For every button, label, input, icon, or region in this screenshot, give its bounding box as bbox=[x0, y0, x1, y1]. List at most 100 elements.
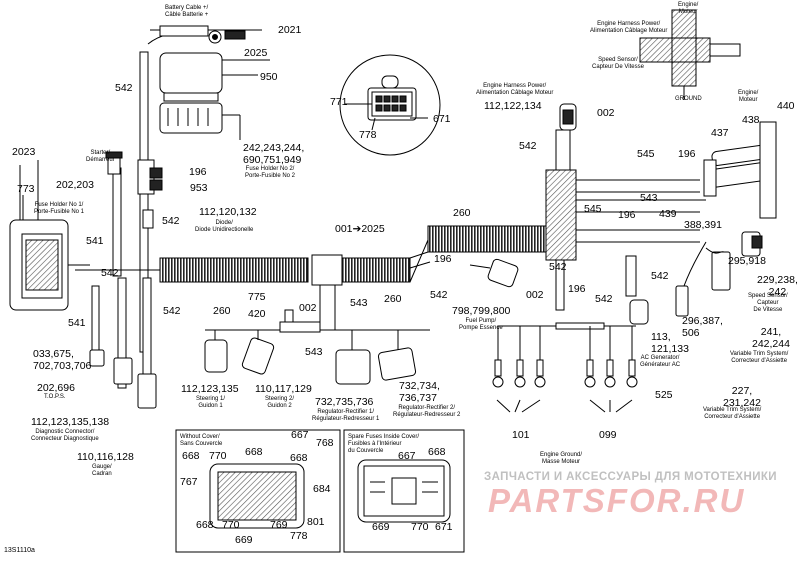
engine-harness-block bbox=[545, 169, 577, 261]
callout-770-c: 770 bbox=[411, 521, 429, 533]
callout-196-e: 196 bbox=[568, 283, 586, 295]
caption-engine-harness-power-top: Engine Harness Power/ Alimentation Câbla… bbox=[590, 21, 668, 34]
callout-667-b: 667 bbox=[398, 450, 416, 462]
callout-196-d: 196 bbox=[618, 209, 636, 221]
caption-engine-right: Engine/ Moteur bbox=[738, 90, 759, 103]
battery-cable-terminal bbox=[159, 25, 209, 37]
callout-202-696: 202,696 bbox=[37, 382, 75, 394]
callout-002-b: 002 bbox=[299, 302, 317, 314]
callout-2021: 2021 bbox=[278, 24, 302, 36]
callout-113-121-133: 113, 121,133 bbox=[651, 331, 689, 356]
callout-542-i: 542 bbox=[549, 261, 567, 273]
callout-099: 099 bbox=[599, 429, 617, 441]
ac-generator-connector bbox=[629, 299, 649, 325]
caption-diode: Diode/ Diode Unidirectionelle bbox=[195, 220, 254, 233]
caption-battery-cable: Battery Cable +/ Câble Batterie + bbox=[165, 5, 209, 18]
document-id: 13S1110a bbox=[4, 547, 35, 554]
fuse-holder-2-body bbox=[159, 102, 223, 134]
caption-trim-system-1: Variable Trim System/ Correcteur d'Assie… bbox=[730, 351, 789, 364]
engine-bracket bbox=[759, 121, 777, 219]
callout-001-2025: 001➔2025 bbox=[335, 223, 385, 235]
callout-771: 771 bbox=[330, 96, 348, 108]
caption-fuel-pump: Fuel Pump/ Pompe Essence bbox=[459, 318, 503, 331]
caption-steering-2: Steering 2/ Guidon 2 bbox=[265, 396, 295, 409]
regulator-2-connector bbox=[377, 347, 417, 381]
callout-545-b: 545 bbox=[584, 203, 602, 215]
callout-542-a: 542 bbox=[115, 82, 133, 94]
callout-769: 769 bbox=[270, 519, 288, 531]
watermark-brand: PARTSFOR.RU bbox=[488, 482, 746, 519]
main-harness-right-conduit bbox=[427, 225, 547, 253]
steering-2-connector bbox=[241, 337, 275, 375]
callout-229-238-242: 229,238, 242 bbox=[757, 274, 798, 299]
callout-542-d: 542 bbox=[101, 267, 119, 279]
watermark-tagline: ЗАПЧАСТИ И АКСЕССУАРЫ ДЛЯ МОТОТЕХНИКИ bbox=[484, 471, 777, 483]
steering-1-connector bbox=[204, 339, 228, 373]
caption-ground: GROUND bbox=[675, 96, 702, 102]
callout-671-a: 671 bbox=[433, 113, 451, 125]
callout-773: 773 bbox=[17, 183, 35, 195]
callout-668-d: 668 bbox=[196, 519, 214, 531]
callout-543-b: 543 bbox=[350, 297, 368, 309]
callout-002-a: 002 bbox=[597, 107, 615, 119]
diagnostic-connector bbox=[113, 357, 133, 385]
callout-110-116-128: 110,116,128 bbox=[77, 451, 134, 463]
callout-101: 101 bbox=[512, 429, 530, 441]
main-harness-left-conduit bbox=[159, 257, 309, 283]
callout-002-c: 002 bbox=[526, 289, 544, 301]
callout-950: 950 bbox=[260, 71, 278, 83]
callout-112-123-135: 112,123,135 bbox=[181, 383, 239, 395]
caption-gauge: Gauge/ Cadran bbox=[92, 464, 112, 477]
callout-202-203: 202,203 bbox=[56, 179, 94, 191]
callout-110-117-129: 110,117,129 bbox=[255, 383, 312, 395]
callout-2025: 2025 bbox=[244, 47, 268, 59]
callout-543-c: 543 bbox=[305, 346, 323, 358]
caption-engine-ground: Engine Ground/ Masse Moteur bbox=[540, 452, 583, 465]
callout-669-a: 669 bbox=[235, 534, 253, 546]
callout-953: 953 bbox=[190, 182, 208, 194]
tops-connector bbox=[89, 349, 105, 367]
fuse-holder-2-cover bbox=[159, 52, 223, 94]
callout-545-a: 545 bbox=[637, 148, 655, 160]
callout-542-b: 542 bbox=[519, 140, 537, 152]
callout-260-b: 260 bbox=[213, 305, 231, 317]
caption-trim-system-2: Variable Trim System/ Correcteur d'Assie… bbox=[703, 407, 762, 420]
callout-437: 437 bbox=[711, 127, 729, 139]
callout-767: 767 bbox=[180, 476, 198, 488]
fuel-pump-connector bbox=[487, 258, 519, 288]
callout-668-c: 668 bbox=[290, 452, 308, 464]
callout-668-a: 668 bbox=[182, 450, 200, 462]
callout-242-group: 242,243,244, 690,751,949 bbox=[243, 142, 305, 167]
callout-801: 801 bbox=[307, 516, 325, 528]
callout-196-c: 196 bbox=[434, 253, 452, 265]
callout-667-a: 667 bbox=[291, 429, 309, 441]
callout-241-242-244: 241, 242,244 bbox=[752, 326, 790, 351]
callout-260-c: 260 bbox=[384, 293, 402, 305]
regulator-1-connector bbox=[335, 349, 371, 385]
callout-196-b: 196 bbox=[189, 166, 207, 178]
caption-fuse-holder-2: Fuse Holder No 2/ Porte-Fusible No 2 bbox=[245, 166, 296, 179]
callout-112-120-132: 112,120,132 bbox=[199, 206, 257, 218]
callout-388-391: 388,391 bbox=[684, 219, 722, 231]
callout-775: 775 bbox=[248, 291, 266, 303]
caption-without-cover: Without Cover/ Sans Couvercle bbox=[180, 434, 223, 447]
callout-542-c: 542 bbox=[162, 215, 180, 227]
caption-spare-fuses: Spare Fuses Inside Cover/ Fusibles à l'I… bbox=[348, 434, 420, 454]
callout-778-b: 778 bbox=[290, 530, 308, 542]
callout-768: 768 bbox=[316, 437, 334, 449]
caption-steering-1: Steering 1/ Guidon 1 bbox=[196, 396, 226, 409]
caption-speed-sensor-top: Speed Sensor/ Capteur De Vitesse bbox=[592, 57, 644, 70]
callout-296-387-506: 296,387, 506 bbox=[682, 315, 723, 340]
caption-tops: T.O.P.S. bbox=[44, 394, 66, 400]
callout-542-h: 542 bbox=[163, 305, 181, 317]
caption-engine-harness-power-mid: Engine Harness Power/ Alimentation Câbla… bbox=[476, 83, 554, 96]
callout-671-b: 671 bbox=[435, 521, 453, 533]
callout-440: 440 bbox=[777, 100, 795, 112]
gauge-connector bbox=[137, 373, 157, 409]
callout-541-a: 541 bbox=[86, 235, 104, 247]
callout-260-a: 260 bbox=[453, 207, 471, 219]
callout-542-e: 542 bbox=[651, 270, 669, 282]
callout-196-a: 196 bbox=[678, 148, 696, 160]
caption-speed-sensor-right: Speed Sensor/ Capteur De Vitesse bbox=[748, 293, 788, 313]
